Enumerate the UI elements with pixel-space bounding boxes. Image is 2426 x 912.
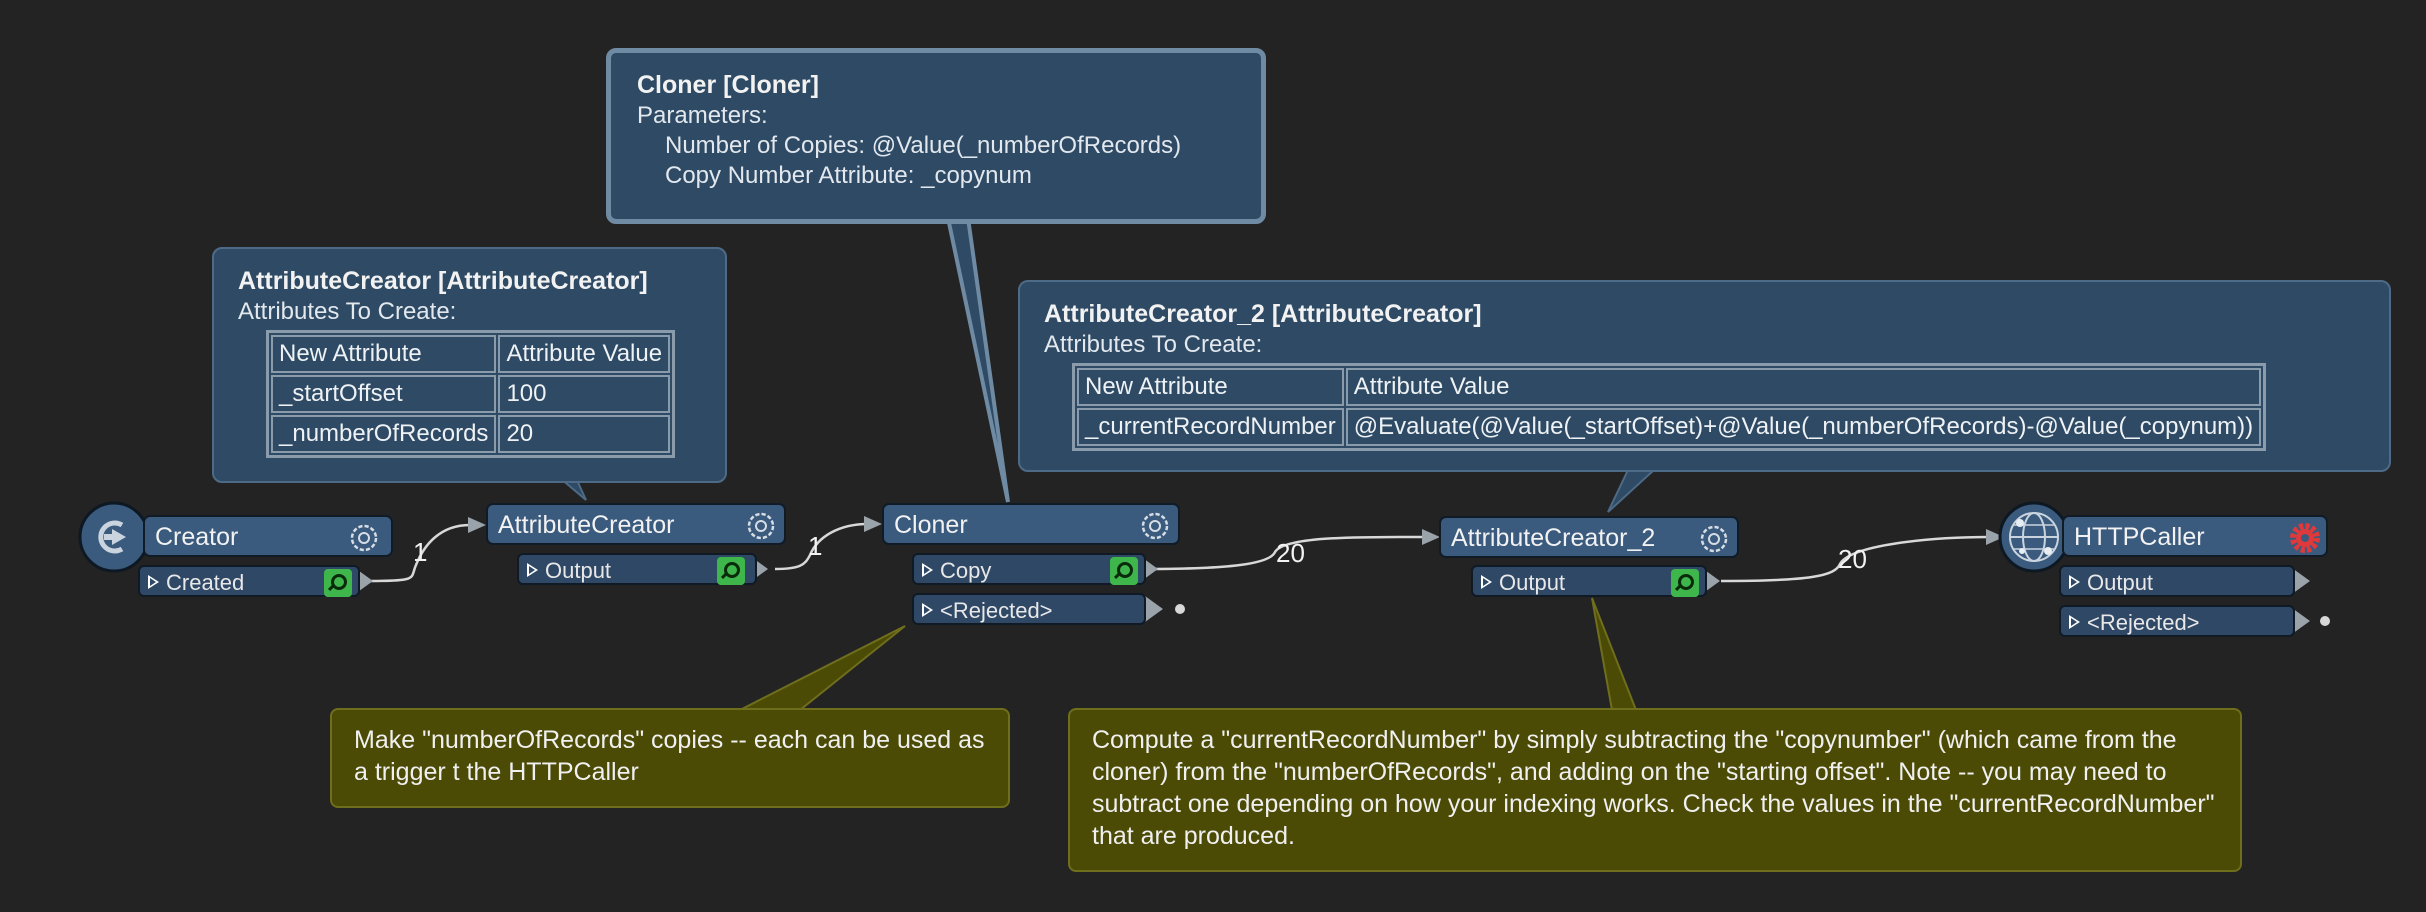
tooltip-pointer [1607,469,1657,513]
output-port-rejected[interactable]: <Rejected> [2059,605,2295,637]
httpcaller-node[interactable]: HTTPCaller [2062,515,2328,557]
table-cell: _numberOfRecords [271,415,497,453]
inspect-icon[interactable] [1110,557,1138,585]
tooltip-parameter: Number of Copies: @Value(_numberOfRecord… [665,132,1182,159]
cloner-annotation[interactable]: Make "numberOfRecords" copies -- each ca… [330,708,1010,808]
gear-icon[interactable] [1138,509,1172,543]
gear-icon[interactable] [744,509,778,543]
inspect-icon[interactable] [324,569,352,597]
globe-icon[interactable] [1998,501,2070,573]
note-pointer [739,625,906,711]
output-arrow[interactable] [2292,608,2310,634]
connection-wire[interactable] [370,523,471,583]
port-triangle-icon [1481,575,1492,589]
output-port-rejected[interactable]: <Rejected> [912,593,1146,625]
port-label: Output [545,558,612,583]
port-label: Copy [940,558,992,583]
output-arrow[interactable] [1145,596,1163,622]
gear-icon[interactable] [347,521,381,555]
output-port-copy[interactable]: Copy [912,553,1146,585]
compute-annotation[interactable]: Compute a "currentRecordNumber" by simpl… [1068,708,2242,872]
cloner-node[interactable]: Cloner [882,503,1180,545]
creator-node[interactable]: Creator [143,515,393,557]
table-cell: @Evaluate(@Value(_startOffset)+@Value(_n… [1345,408,2262,446]
inspect-icon[interactable] [1671,569,1699,597]
table-header-cell: New Attribute [1077,368,1344,406]
port-label: Created [166,570,245,595]
table-header-cell: New Attribute [271,335,497,373]
node-title: Creator [155,523,239,551]
output-port-output[interactable]: Output [1471,565,1707,597]
table-header-row: New Attribute Attribute Value [271,335,671,373]
feature-count: 20 [1276,538,1305,568]
output-port-output[interactable]: Output [2059,565,2295,597]
input-arrow [1986,529,2004,545]
table-cell: 100 [498,375,671,413]
attributecreator-node[interactable]: AttributeCreator [486,503,786,545]
attributecreator-tooltip: AttributeCreator [AttributeCreator] Attr… [212,247,727,483]
port-end-dot [1175,604,1185,614]
table-header-row: New Attribute Attribute Value [1077,368,2262,406]
port-triangle-icon [2069,575,2080,589]
tooltip-title: Cloner [Cloner] [637,71,819,99]
table-row: _startOffset 100 [271,375,671,413]
port-triangle-icon [922,603,933,617]
feature-count: 1 [413,537,428,567]
output-arrow[interactable] [2292,568,2310,594]
port-label: Output [2087,570,2154,595]
port-triangle-icon [922,563,933,577]
node-title: AttributeCreator [498,511,675,539]
feature-count: 20 [1838,544,1867,574]
creator-icon[interactable] [78,501,150,573]
table-cell: _startOffset [271,375,497,413]
tooltip-subtitle: Attributes To Create: [1044,331,1263,358]
input-arrow [1422,529,1440,545]
node-title: AttributeCreator_2 [1451,524,1656,552]
node-title: Cloner [894,511,968,539]
port-label: Output [1499,570,1566,595]
attributecreator-2-tooltip: AttributeCreator_2 [AttributeCreator] At… [1018,280,2391,472]
note-pointer [1591,597,1638,711]
gear-icon[interactable] [1697,522,1731,556]
attributes-table: New Attribute Attribute Value _startOffs… [266,330,676,458]
port-label: <Rejected> [2087,610,2200,635]
input-arrow [864,516,882,532]
node-title: HTTPCaller [2074,523,2205,551]
tooltip-subtitle: Parameters: [637,102,768,129]
port-end-dot [2320,616,2330,626]
tooltip-title: AttributeCreator_2 [AttributeCreator] [1044,300,1482,328]
gear-icon[interactable] [2288,521,2322,555]
tooltip-parameter: Copy Number Attribute: _copynum [665,162,1032,189]
tooltip-title: AttributeCreator [AttributeCreator] [238,267,648,295]
connection-wire[interactable] [774,522,869,571]
cloner-tooltip: Cloner [Cloner] Parameters: Number of Co… [606,48,1266,224]
output-port-created[interactable]: Created [138,565,360,597]
connection-wire[interactable] [1145,535,1427,571]
table-row: _currentRecordNumber @Evaluate(@Value(_s… [1077,408,2262,446]
tooltip-subtitle: Attributes To Create: [238,298,457,325]
input-arrow [468,517,486,533]
port-triangle-icon [148,575,159,589]
table-row: _numberOfRecords 20 [271,415,671,453]
table-header-cell: Attribute Value [498,335,671,373]
attributes-table: New Attribute Attribute Value _currentRe… [1072,363,2267,451]
attributecreator-2-node[interactable]: AttributeCreator_2 [1439,516,1739,558]
port-triangle-icon [2069,615,2080,629]
connection-wire[interactable] [1720,535,1991,583]
port-label: <Rejected> [940,598,1053,623]
feature-count: 1 [808,531,823,561]
table-header-cell: Attribute Value [1345,368,2262,406]
output-port-output[interactable]: Output [517,553,757,585]
port-triangle-icon [527,563,538,577]
table-cell: _currentRecordNumber [1077,408,1344,446]
tooltip-pointer [945,216,1010,503]
table-cell: 20 [498,415,671,453]
inspect-icon[interactable] [717,557,745,585]
